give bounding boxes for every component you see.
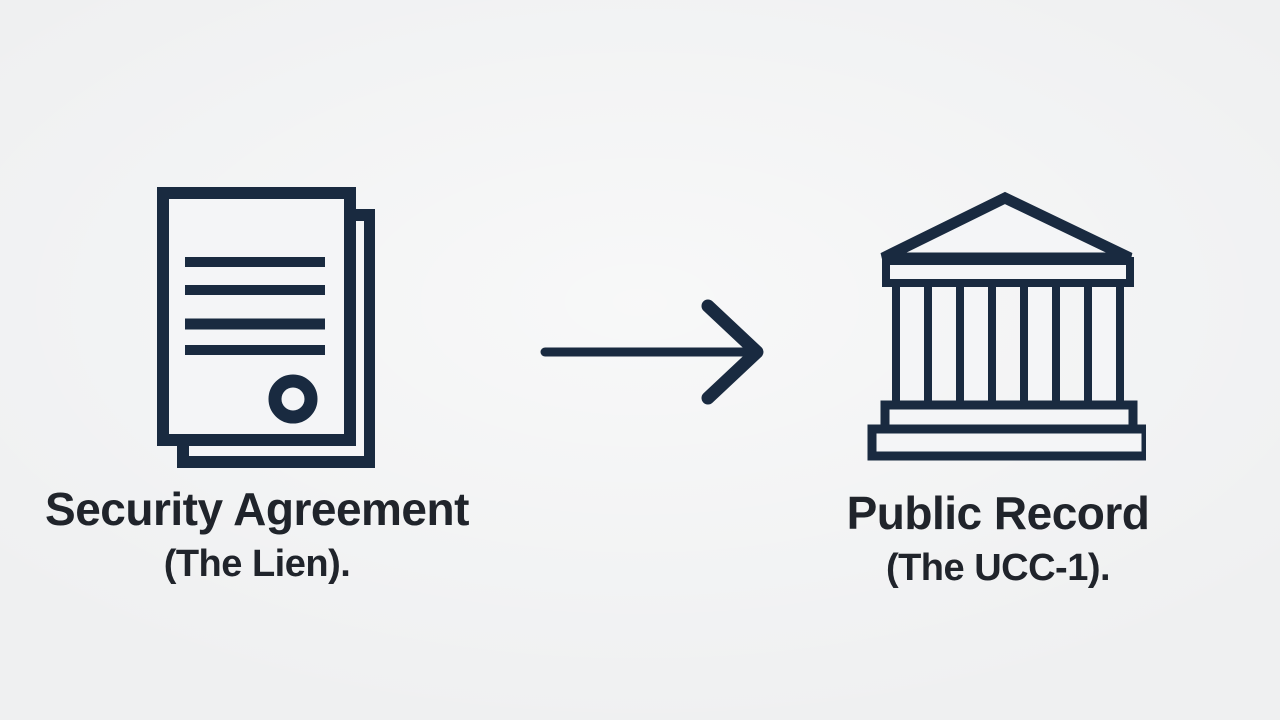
right-arrow-icon bbox=[540, 299, 764, 405]
left-caption-title: Security Agreement bbox=[45, 483, 469, 535]
right-caption-title: Public Record bbox=[846, 487, 1150, 539]
left-caption: Security Agreement (The Lien). bbox=[7, 486, 507, 583]
right-caption-subtitle: (The UCC-1). bbox=[885, 547, 1111, 589]
right-caption: Public Record (The UCC-1). bbox=[748, 490, 1248, 587]
document-icon bbox=[157, 187, 375, 468]
bank-icon bbox=[867, 191, 1146, 461]
left-caption-subtitle: (The Lien). bbox=[163, 543, 351, 585]
